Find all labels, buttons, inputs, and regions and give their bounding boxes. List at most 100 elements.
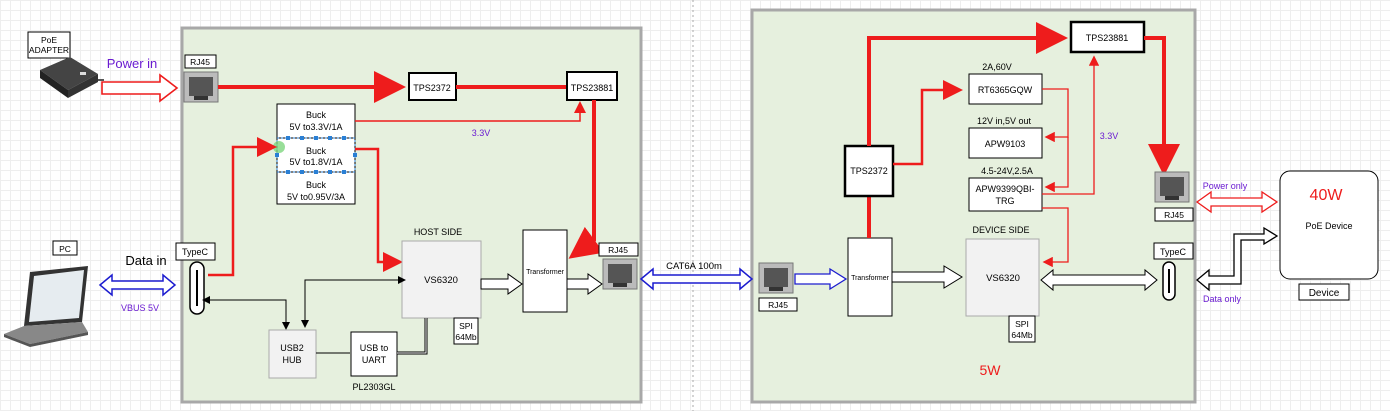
laptop-icon [4, 266, 88, 347]
vbus-label: VBUS 5V [121, 303, 159, 313]
buck-stack-box [276, 103, 356, 205]
host-vs6320-label: VS6320 [424, 275, 458, 286]
device-tps-to-rt6365-line [893, 80, 963, 166]
cat6a-link-arrow [639, 267, 754, 291]
poe-device-watts: 40W [1310, 187, 1344, 204]
device-3v3-line [1042, 55, 1100, 195]
pl2303-label: PL2303GL [352, 382, 395, 392]
buck2-line1: Buck [306, 146, 327, 156]
device-3v3-label: 3.3V [1100, 131, 1119, 141]
poe-device-name: PoE Device [1305, 221, 1352, 231]
adapter-line2: ADAPTER [29, 45, 69, 55]
rt-to-apw9103-line [1042, 88, 1069, 143]
host-spi-line2: 64Mb [455, 332, 477, 342]
apw9399-line2: TRG [996, 196, 1015, 206]
uart-vs6320-line-inner [397, 318, 427, 354]
buck1-line1: Buck [306, 110, 327, 120]
device-tps-to-tps23881-line [867, 22, 1068, 146]
rj45-top-icon [183, 71, 219, 103]
device-typec-label: TypeC [1160, 247, 1187, 257]
poe-adapter-icon [40, 57, 104, 98]
device-label-box [1298, 283, 1350, 301]
rj45-top-label: RJ45 [190, 57, 210, 67]
device-rj45-in-icon [758, 262, 794, 294]
device-rj45-in-label-box [758, 297, 798, 312]
buck3-line1: Buck [306, 180, 327, 190]
device-vs6320-box [965, 238, 1040, 317]
device-typec-label-box [1153, 242, 1194, 260]
device-tps2372-box [843, 144, 895, 198]
device-tps2372-label: TPS2372 [850, 166, 888, 176]
device-tps23881-label: TPS23881 [1086, 33, 1129, 43]
usb-uart-line1: USB to [360, 343, 389, 353]
usb-uart-line2: UART [362, 355, 387, 365]
apw9399-to-vs6320-line [1042, 207, 1069, 268]
host-tps23881-box [566, 71, 618, 101]
device-transformer-label: Transformer [851, 275, 890, 282]
apw9103-box [968, 127, 1043, 159]
host-tps23881-label: TPS23881 [571, 83, 614, 93]
device-rj45-to-transformer-arrow [794, 267, 848, 291]
device-side-label: DEVICE SIDE [972, 225, 1029, 235]
host-rj45-out-label-box [598, 242, 639, 257]
device-spi-box [1008, 315, 1036, 343]
vs6320-hub-line [301, 276, 406, 328]
pc-label-box [52, 240, 78, 256]
apw9103-note: 12V in,5V out [977, 116, 1032, 126]
usb2-hub-line1: USB2 [280, 343, 304, 353]
apw9399-note: 4.5-24V,2.5A [981, 166, 1033, 176]
rt6365-note: 2A,60V [982, 62, 1012, 72]
host-rj45-out-icon [602, 258, 638, 290]
apw9399-line1: APW9399QBI- [975, 184, 1034, 194]
pc-label: PC [59, 244, 71, 254]
host-transformer-box [522, 229, 568, 313]
power-only-label: Power only [1203, 181, 1248, 191]
device-rj45-in-label: RJ45 [768, 300, 788, 310]
typec-power-line [208, 137, 277, 277]
pc-data-arrow [98, 273, 177, 297]
device-poe-out-line [1144, 36, 1180, 176]
device-power-label: 5W [980, 362, 1002, 378]
host-side-label: HOST SIDE [414, 227, 462, 237]
host-rj45-out-label: RJ45 [608, 245, 628, 255]
device-label: Device [1309, 288, 1340, 299]
device-spi-line2: 64Mb [1011, 330, 1033, 340]
power-only-arrow [1195, 190, 1279, 214]
host-spi-box [453, 317, 479, 345]
apw9103-label: APW9103 [985, 139, 1026, 149]
device-vs6320-label: VS6320 [986, 273, 1020, 284]
device-rj45-right-label: RJ45 [1164, 210, 1184, 220]
rt-to-apw9399-line [1044, 137, 1069, 193]
rt6365-label: RT6365GQW [978, 85, 1033, 95]
rj45-top-label-box [184, 54, 217, 69]
usb2-hub-line2: HUB [282, 355, 301, 365]
data-only-arrow [1195, 226, 1279, 292]
host-3v3-label: 3.3V [472, 128, 491, 138]
buck3-line2: 5V to0.95V/3A [287, 192, 345, 202]
typec-hub-line [202, 296, 290, 330]
power-in-label: Power in [107, 56, 158, 71]
host-3v3-line [355, 101, 586, 122]
usb2-hub-box [268, 329, 317, 379]
buck1-line2: 5V to3.3V/1A [289, 122, 342, 132]
host-vs-to-transformer-arrow [480, 273, 523, 295]
usb-uart-box [350, 331, 398, 377]
adapter-label-box [27, 31, 71, 59]
device-rj45-right-label-box [1154, 207, 1194, 222]
power-in-arrow [101, 73, 179, 103]
host-typec-label-box [175, 242, 216, 261]
device-spi-line1: SPI [1015, 319, 1029, 329]
host-transformer-to-rj45-arrow [566, 273, 603, 295]
host-poe-out-line [568, 100, 604, 259]
data-only-label: Data only [1203, 294, 1242, 304]
host-transformer-label: Transformer [526, 269, 565, 276]
device-transformer-box [847, 237, 893, 317]
host-spi-line1: SPI [459, 321, 473, 331]
host-tps2372-label: TPS2372 [413, 83, 451, 93]
cable-label: CAT6A 100m [666, 261, 722, 272]
device-rj45-right-icon [1154, 171, 1190, 203]
adapter-line1: PoE [41, 35, 57, 45]
device-vs-typec-arrow [1040, 268, 1158, 292]
